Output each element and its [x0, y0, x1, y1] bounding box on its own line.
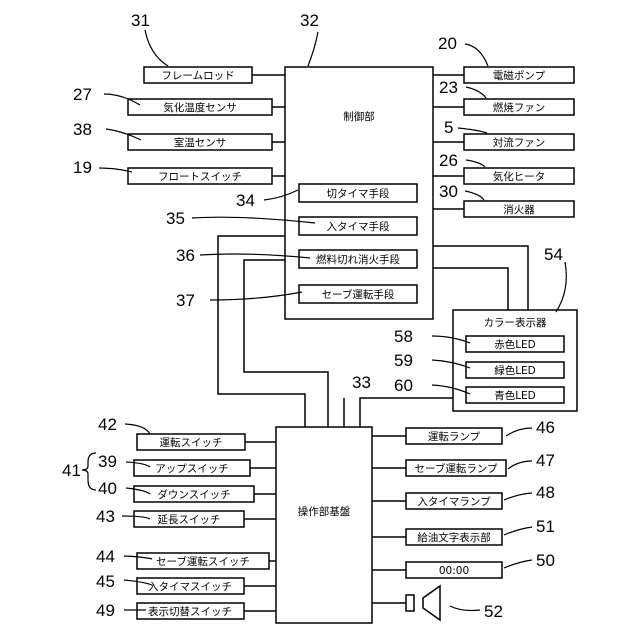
extinguisher-label: 消火器 [503, 203, 535, 216]
vapor-temp-sensor-label: 気化温度センサ [163, 101, 237, 114]
speaker-icon [406, 586, 440, 620]
ref-42: 42 [98, 415, 117, 434]
display-switch-label: 表示切替スイッチ [148, 605, 232, 618]
ref-31: 31 [131, 11, 150, 30]
red-led-label: 赤色LED [494, 338, 536, 351]
time-display-value: 00:00 [439, 565, 469, 577]
vapor-heater-label: 気化ヒータ [493, 170, 546, 183]
ref-41: 41 [62, 461, 81, 480]
on-timer-lamp-label: 入タイマランプ [417, 496, 491, 508]
room-temp-sensor-label: 室温センサ [174, 136, 227, 149]
ref-40: 40 [98, 479, 117, 498]
ref-30: 30 [439, 182, 458, 201]
ref-49: 49 [96, 601, 115, 620]
ref-33: 33 [352, 373, 371, 392]
ref-59: 59 [394, 351, 413, 370]
ref-46: 46 [536, 418, 555, 437]
ref-54: 54 [544, 245, 563, 264]
combustion-fan-label: 燃焼ファン [493, 101, 546, 114]
ref-45: 45 [96, 572, 115, 591]
float-switch-label: フロートスイッチ [158, 171, 242, 183]
ref-43: 43 [96, 507, 115, 526]
ref-20: 20 [438, 34, 457, 53]
ref-34: 34 [236, 191, 255, 210]
down-switch-label: ダウンスイッチ [157, 488, 230, 501]
ref-48: 48 [536, 483, 555, 502]
ref-37: 37 [176, 291, 195, 310]
ref-50: 50 [536, 551, 555, 570]
control-unit-label: 制御部 [343, 110, 375, 123]
ref-58: 58 [394, 327, 413, 346]
ref-52: 52 [484, 602, 503, 621]
ref-35: 35 [166, 209, 185, 228]
green-led-label: 緑色LED [494, 364, 536, 377]
off-timer-label: 切タイマ手段 [327, 187, 390, 200]
blue-led-label: 青色LED [494, 389, 536, 402]
fuel-out-label: 燃料切れ消火手段 [316, 253, 400, 266]
up-switch-label: アップスイッチ [155, 463, 229, 475]
ref-5: 5 [444, 118, 453, 137]
save-lamp-label: セーブ運転ランプ [414, 462, 498, 475]
ref-19: 19 [73, 158, 92, 177]
ref-27: 27 [73, 85, 92, 104]
on-timer-switch-label: 入タイマスイッチ [148, 581, 232, 593]
frame-rod-label: フレームロッド [161, 70, 234, 82]
operation-board-label: 操作部基盤 [298, 505, 351, 518]
ref-32: 32 [300, 11, 319, 30]
convection-fan-label: 対流ファン [493, 136, 546, 149]
save-switch-label: セーブ運転スイッチ [156, 555, 250, 568]
fuel-display-label: 給油文字表示部 [417, 531, 491, 544]
ref-44: 44 [96, 547, 115, 566]
ref-60: 60 [394, 376, 413, 395]
on-timer-label: 入タイマ手段 [327, 220, 390, 233]
save-op-label: セーブ運転手段 [322, 288, 395, 301]
ref-36: 36 [176, 246, 195, 265]
op-switch-label: 運転スイッチ [160, 437, 223, 449]
ref-23: 23 [439, 78, 458, 97]
ref-39: 39 [98, 452, 117, 471]
extend-switch-label: 延長スイッチ [158, 514, 221, 526]
color-display-label: カラー表示器 [484, 316, 547, 329]
operation-board [276, 427, 372, 623]
solenoid-pump-label: 電磁ポンプ [493, 69, 546, 82]
op-lamp-label: 運転ランプ [428, 431, 481, 443]
ref-38: 38 [73, 120, 92, 139]
ref-51: 51 [536, 517, 555, 536]
ref-47: 47 [536, 451, 555, 470]
ref-26: 26 [439, 151, 458, 170]
